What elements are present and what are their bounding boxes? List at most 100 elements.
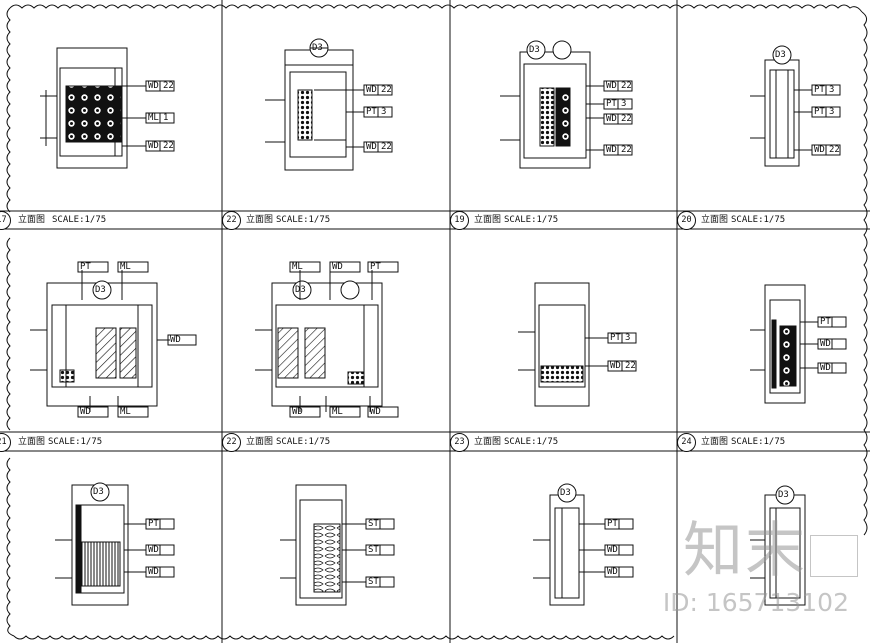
tag-p1-wd-b: WD (148, 141, 159, 151)
section-ref-p5: D3 (95, 285, 106, 295)
elevation-c2 (280, 484, 395, 606)
elevation-24 (750, 284, 847, 404)
tag-p5-wd-side: WD (170, 335, 181, 345)
panel-6-scale: SCALE:1/75 (276, 437, 331, 447)
panel-5-scale: SCALE:1/75 (48, 437, 103, 447)
tag-p11-pt: PT (607, 519, 618, 529)
tag-p2-wd-b: WD (366, 142, 377, 152)
elevation-19 (500, 40, 633, 169)
section-ref-p9: D3 (93, 487, 104, 497)
tag-p7-wd: WD (610, 361, 621, 371)
panel-8-number: 24 (677, 433, 696, 452)
tag-p2-pt: PT (366, 107, 377, 117)
panel-6-title: 立面图 (246, 437, 274, 447)
watermark-brand: 知末 (683, 516, 807, 586)
tag-p6-wd-a: WD (332, 262, 343, 272)
watermark-id: ID: 165713102 (662, 588, 849, 617)
tag-p6-wd-c: WD (370, 407, 381, 417)
tag-p10-st-a: ST (368, 519, 379, 529)
panel-1-scale: SCALE:1/75 (52, 215, 107, 225)
section-ref-p3: D3 (529, 45, 540, 55)
panel-5-title: 立面图 (18, 437, 46, 447)
section-ref-p11: D3 (560, 488, 571, 498)
tag-p3-wd-b: WD (606, 114, 617, 124)
tag-p4-pt-b: PT (814, 107, 825, 117)
panel-3-title: 立面图 (474, 215, 502, 225)
panel-3-number: 19 (450, 211, 469, 230)
panel-2-number: 22 (222, 211, 241, 230)
tag-p10-st-b: ST (368, 545, 379, 555)
panel-6-number: 22 (222, 433, 241, 452)
tag-p9-pt: PT (148, 519, 159, 529)
tag-p8-pt: PT (820, 317, 831, 327)
tag-p6-ml-a: ML (292, 262, 303, 272)
elevation-22a (265, 38, 393, 171)
panel-8-scale: SCALE:1/75 (731, 437, 786, 447)
tag-p3-wd-a-no: 22 (621, 81, 632, 91)
panel-4-title: 立面图 (701, 215, 729, 225)
watermark-logo-box (810, 535, 858, 577)
panel-4-scale: SCALE:1/75 (731, 215, 786, 225)
panel-2-title: 立面图 (246, 215, 274, 225)
panel-1-title: 立面图 (18, 215, 46, 225)
tag-p9-wd-b: WD (148, 567, 159, 577)
tag-p2-wd-b-no: 22 (381, 142, 392, 152)
elevation-21 (30, 261, 197, 418)
tag-p3-pt-no: 3 (621, 99, 627, 109)
section-ref-p2: D3 (312, 43, 323, 53)
elevation-c3 (533, 483, 634, 606)
tag-p2-wd-a-no: 22 (381, 85, 392, 95)
tag-p5-ml-top: ML (120, 262, 131, 272)
panel-4-number: 20 (677, 211, 696, 230)
tag-p6-ml-b: ML (332, 407, 343, 417)
tag-p8-wd-a: WD (820, 339, 831, 349)
tag-p9-wd-a: WD (148, 545, 159, 555)
panel-2-scale: SCALE:1/75 (276, 215, 331, 225)
tag-p6-pt-a: PT (370, 262, 381, 272)
tag-p10-st-c: ST (368, 577, 379, 587)
elevation-23 (518, 282, 637, 407)
panel-3-scale: SCALE:1/75 (504, 215, 559, 225)
tag-p4-wd: WD (814, 145, 825, 155)
tag-p4-wd-no: 22 (829, 145, 840, 155)
tag-p4-pt-a-no: 3 (829, 85, 835, 95)
tag-p3-wd-b-no: 22 (621, 114, 632, 124)
tag-p5-ml-bottom: ML (120, 407, 131, 417)
tag-p3-pt: PT (606, 99, 617, 109)
tag-p4-pt-a: PT (814, 85, 825, 95)
tag-p7-wd-no: 22 (625, 361, 636, 371)
sheet-border (6, 4, 868, 640)
tag-p2-pt-no: 3 (381, 107, 387, 117)
tag-p1-wd-a-no: 22 (163, 81, 174, 91)
section-ref-p6: D3 (295, 285, 306, 295)
tag-p7-pt-no: 3 (625, 333, 631, 343)
tag-p5-pt: PT (80, 262, 91, 272)
elevation-20 (750, 45, 841, 167)
tag-p7-pt: PT (610, 333, 621, 343)
tag-p8-wd-b: WD (820, 363, 831, 373)
tag-p3-wd-c-no: 22 (621, 145, 632, 155)
panel-7-scale: SCALE:1/75 (504, 437, 559, 447)
tag-p1-ml: ML (148, 113, 159, 123)
elevation-22b (255, 261, 399, 418)
panel-7-number: 23 (450, 433, 469, 452)
tag-p6-wd-b: WD (292, 407, 303, 417)
tag-p11-wd-b: WD (607, 567, 618, 577)
elevation-c4 (750, 485, 806, 606)
tag-p2-wd-a: WD (366, 85, 377, 95)
tag-p1-ml-no: 1 (163, 113, 169, 123)
tag-p1-wd-a: WD (148, 81, 159, 91)
tag-p1-wd-b-no: 22 (163, 141, 174, 151)
tag-p4-pt-b-no: 3 (829, 107, 835, 117)
elevation-c1 (55, 482, 175, 606)
panel-8-title: 立面图 (701, 437, 729, 447)
section-ref-p12: D3 (778, 490, 789, 500)
section-ref-p4: D3 (775, 50, 786, 60)
tag-p11-wd-a: WD (607, 545, 618, 555)
elevation-17 (40, 47, 175, 169)
panel-7-title: 立面图 (474, 437, 502, 447)
tag-p3-wd-a: WD (606, 81, 617, 91)
tag-p3-wd-c: WD (606, 145, 617, 155)
